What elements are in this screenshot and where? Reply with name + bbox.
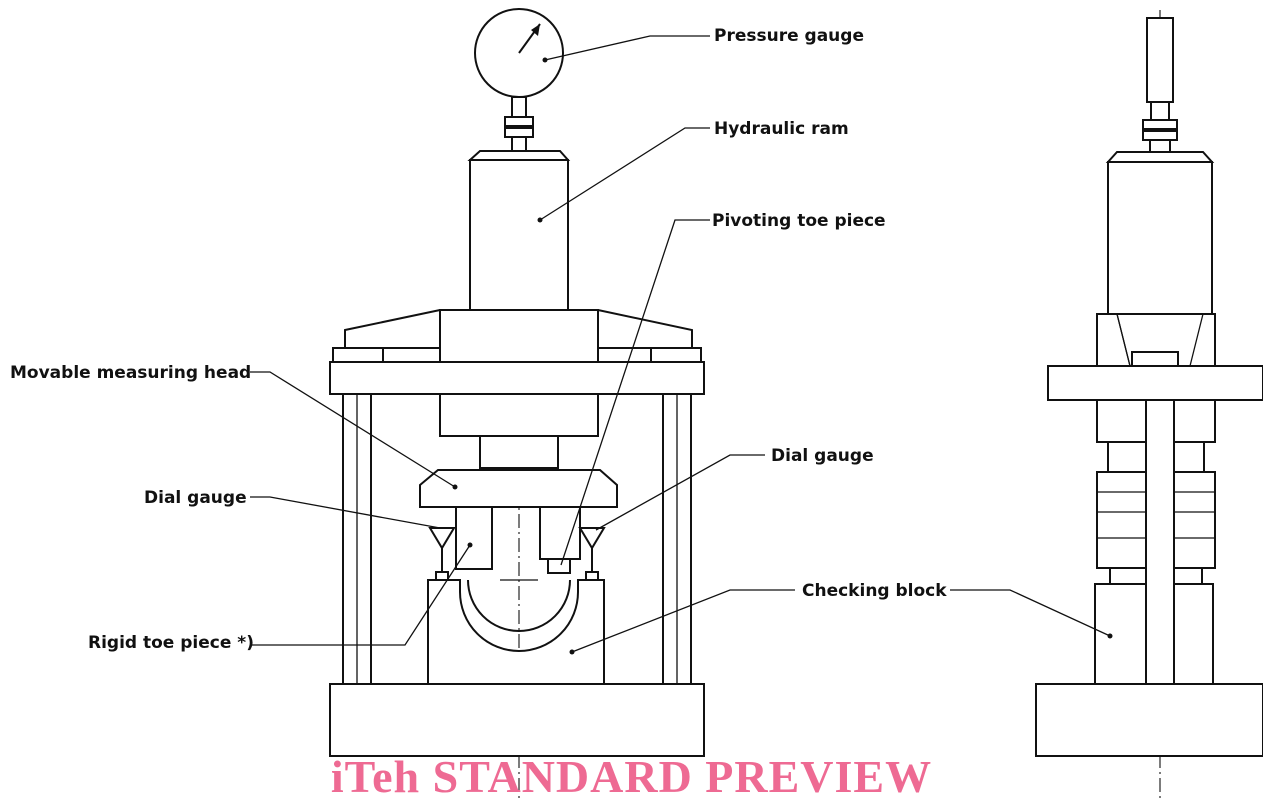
side-crown-line-r [1189,313,1204,367]
piston-rod [479,435,559,469]
side-ram-cap [1105,151,1215,163]
piston-head [439,393,599,437]
leader-measuring-head [250,371,456,488]
left-dial-gauge [428,527,456,550]
gauge-stem [511,96,527,118]
right-dial-foot [585,571,599,581]
label-checking-block: Checking block [802,581,947,601]
front-view [250,8,795,800]
side-crown-line-l [1116,313,1131,367]
watermark: iTeh STANDARD PREVIEW [330,751,933,802]
label-rigid-toe-piece: Rigid toe piece *) [88,633,254,653]
front-base [329,683,705,757]
label-movable-measuring-head: Movable measuring head [10,363,251,383]
side-crown [1096,313,1216,367]
checking-block [427,579,605,685]
gauge-connector [511,136,527,152]
gauge-nut-upper [504,116,534,127]
side-connector [1149,139,1171,153]
leader-rigid-toe [250,544,471,646]
label-pivoting-toe-piece: Pivoting toe piece [712,211,886,231]
pressure-gauge-needle-tip [531,24,540,36]
leader-pivoting-toe [560,219,710,566]
side-column [1145,399,1175,685]
leader-side-checking-block [950,589,1111,637]
rigid-toe-holder [455,506,493,570]
side-gauge-stem [1150,101,1170,121]
label-pressure-gauge: Pressure gauge [714,26,864,46]
label-hydraulic-ram: Hydraulic ram [714,119,849,139]
leader-checking-block [571,589,795,653]
pivoting-toe-piece [547,558,571,574]
right-nut [650,347,702,363]
side-view [950,10,1263,800]
side-base [1035,683,1263,757]
right-dial-gauge [578,527,606,550]
label-dial-gauge-right: Dial gauge [771,446,874,466]
side-ram-body [1107,161,1213,315]
label-dial-gauge-left: Dial gauge [144,488,247,508]
side-nut-upper [1142,119,1178,130]
movable-measuring-head [419,469,618,508]
gauge-nut-lower [504,127,534,138]
labels: Pressure gauge Hydraulic ram Pivoting to… [10,26,947,653]
crown-center-block [439,309,599,363]
side-nut-lower [1142,130,1178,141]
top-crosshead [329,361,705,395]
specimen-ring [467,579,571,632]
pivoting-toe-holder [539,506,581,560]
leader-hydraulic-ram [539,127,710,221]
side-gauge-tube [1146,17,1174,103]
leader-pressure-gauge [544,35,710,61]
side-crosshead [1047,365,1263,401]
side-crown-nut [1131,351,1179,367]
left-nut [332,347,384,363]
ram-cap [467,150,571,161]
hydraulic-ram-body [469,159,569,311]
leader-dial-right [595,454,765,531]
leader-dial-left [250,496,441,529]
left-dial-foot [435,571,449,581]
